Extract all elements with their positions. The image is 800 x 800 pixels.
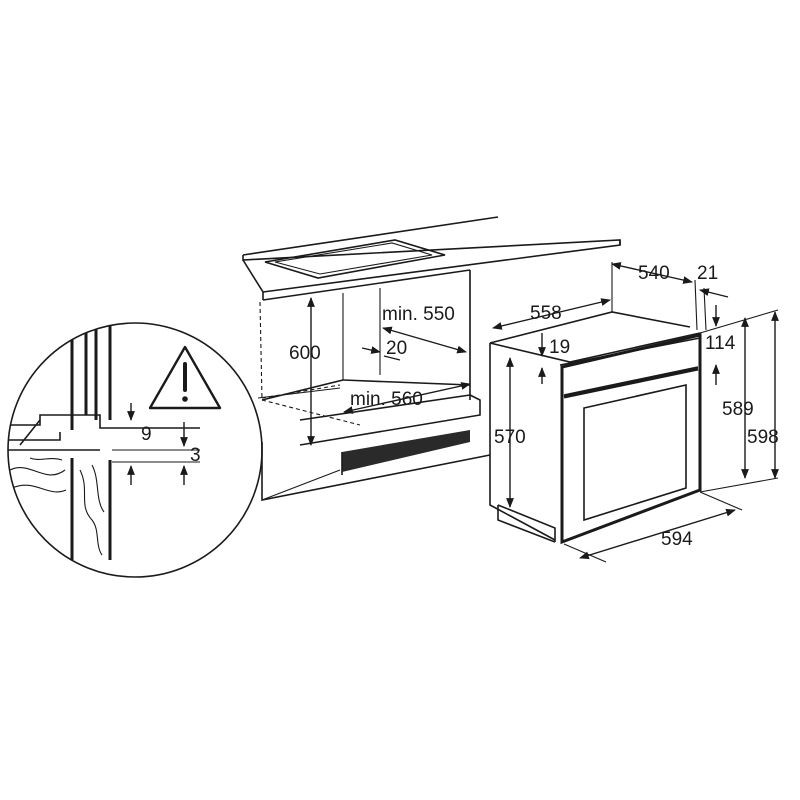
label-20: 20 (386, 338, 407, 359)
dim-min-550 (382, 326, 467, 354)
label-min-560: min. 560 (350, 389, 423, 410)
cooktop (264, 239, 446, 279)
label-594: 594 (661, 529, 693, 550)
dim-20 (361, 346, 401, 361)
label-589: 589 (722, 399, 754, 420)
detail-leader-bottom (261, 469, 341, 501)
oven-dimensions (492, 262, 779, 563)
detail-leader-top (257, 387, 341, 399)
label-3: 3 (190, 445, 201, 466)
label-min-550: min. 550 (382, 304, 455, 325)
label-21: 21 (697, 263, 718, 284)
label-598: 598 (747, 427, 779, 448)
warning-triangle-icon (148, 345, 222, 410)
plinth-vent (261, 430, 491, 501)
label-570: 570 (494, 427, 526, 448)
label-114: 114 (705, 333, 736, 354)
label-600: 600 (289, 343, 321, 364)
label-558: 558 (530, 303, 562, 324)
label-9: 9 (141, 424, 152, 445)
label-19: 19 (549, 337, 570, 358)
countertop (242, 216, 621, 301)
detail-section (8, 323, 200, 560)
dim-min-560 (343, 382, 471, 414)
label-540: 540 (638, 263, 670, 284)
